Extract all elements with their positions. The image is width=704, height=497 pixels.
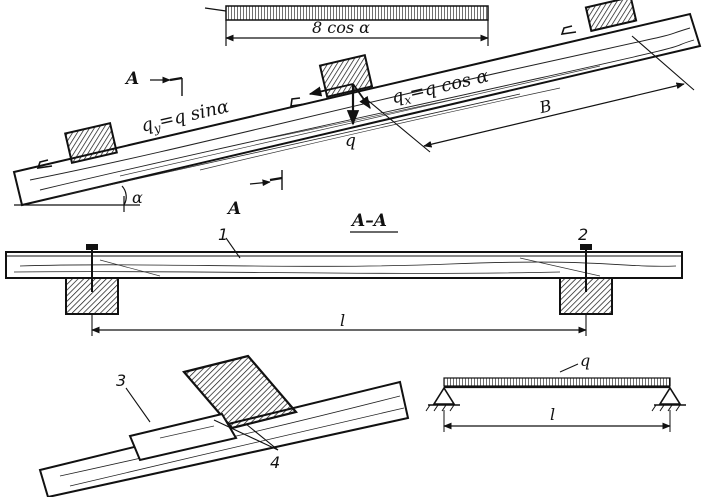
spacing-label: B (537, 96, 554, 117)
qx-label: q (390, 85, 406, 108)
section-title: A–A (350, 211, 387, 231)
q-label: q (345, 131, 356, 151)
section-mark-bottom-letter: A (226, 199, 241, 219)
angle-label: α (132, 188, 143, 207)
purlin-middle (290, 54, 374, 107)
purlin-block-left (65, 277, 119, 315)
section-mark-bottom: A (226, 170, 283, 219)
section-a-a: A–A 1 2 l (5, 211, 683, 336)
load-width-label: 8 cos α (312, 18, 370, 37)
purlin-right (560, 0, 638, 35)
callout-2: 2 (578, 225, 588, 244)
beam-scheme: q l (425, 351, 686, 432)
qy-subscript: y (151, 121, 162, 136)
detail-wedge (128, 412, 238, 462)
rafter-board (12, 12, 702, 207)
callout-3: 3 (116, 371, 126, 390)
section-span-label: l (340, 311, 345, 330)
inclined-rafter-view: 8 cos α (12, 0, 702, 219)
detail-purlin (182, 354, 298, 430)
callout-4: 4 (270, 453, 280, 472)
slope-angle: α (121, 185, 143, 212)
support-right (651, 386, 686, 412)
purlin-spacing-dimension: B (364, 35, 695, 153)
qy-label: q (139, 114, 155, 137)
scheme-load-label: q (580, 351, 590, 370)
scheme-span-label: l (550, 405, 555, 424)
support-left (425, 386, 460, 412)
load-vectors: q (308, 83, 371, 151)
purlin-block-right (559, 277, 613, 315)
scheme-load (443, 377, 671, 387)
purlin-left (36, 122, 118, 169)
distributed-load-strip: 8 cos α (204, 5, 489, 46)
joint-detail: 3 4 (38, 354, 410, 497)
qx-subscript: x (403, 92, 413, 107)
section-mark-top-letter: A (124, 69, 139, 89)
callout-1: 1 (218, 225, 228, 244)
section-mark-top: A (124, 69, 183, 96)
